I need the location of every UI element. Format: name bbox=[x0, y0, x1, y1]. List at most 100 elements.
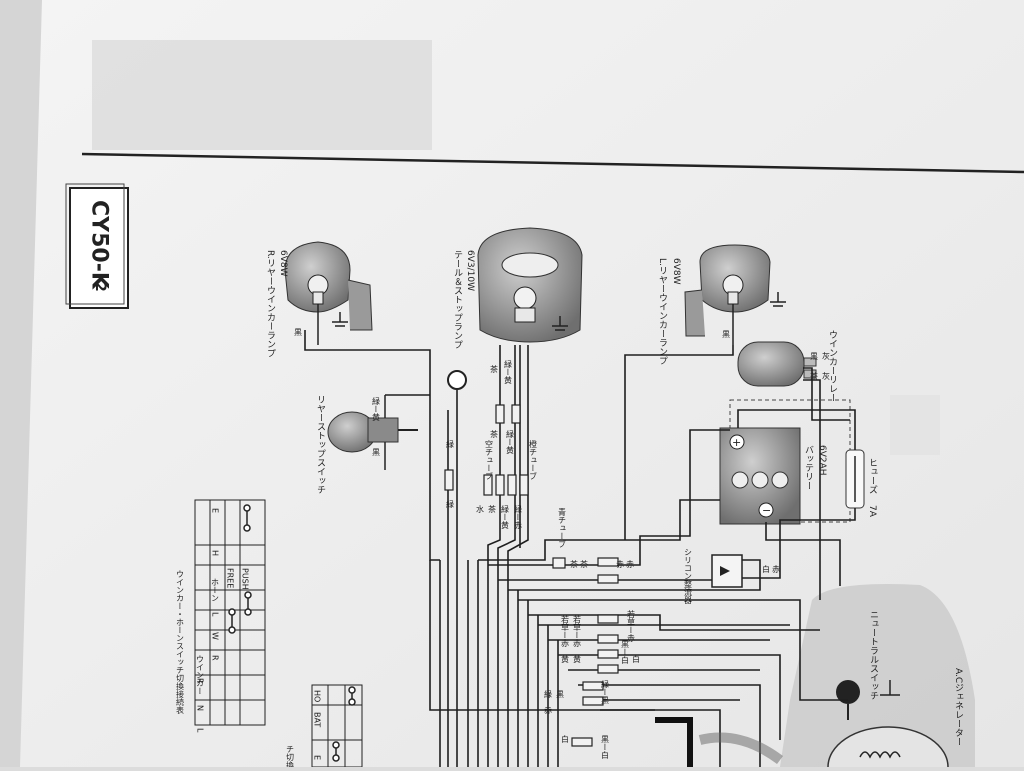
model-label-box bbox=[65, 183, 129, 309]
svg-text:黒ー白: 黒ー白 bbox=[601, 735, 610, 760]
ground-symbols bbox=[332, 292, 786, 331]
rectifier-name: シリコン整流器 bbox=[684, 548, 693, 605]
svg-text:H: H bbox=[211, 550, 220, 556]
tail-stop-lamp-spec: 6V3/10W bbox=[465, 250, 475, 291]
svg-text:赤: 赤 bbox=[616, 560, 625, 568]
svg-text:茶: 茶 bbox=[490, 429, 499, 438]
battery-spec: 6V2AH bbox=[817, 445, 827, 476]
svg-text:緑ー赤: 緑ー赤 bbox=[514, 504, 523, 529]
r-rear-winker-name: R.リヤーウインカーランプ bbox=[265, 250, 276, 358]
winker-table-title: ウインカー・ホーンスイッチ切換接続表 bbox=[176, 570, 185, 715]
svg-text:ホーン: ホーン bbox=[211, 578, 220, 602]
svg-text:緑: 緑 bbox=[446, 439, 455, 448]
svg-text:緑: 緑 bbox=[446, 499, 455, 508]
winker-table-cells: ウインカー R N L R W L ホーン H E FREE PUSH bbox=[196, 508, 250, 733]
ac-generator-name: A.Cジェネレーター bbox=[953, 668, 964, 746]
l-rear-winker-lamp bbox=[684, 244, 771, 345]
l-rear-winker-spec: 6V8W bbox=[671, 258, 681, 285]
model-sub: 2 bbox=[92, 282, 108, 292]
svg-text:茶: 茶 bbox=[490, 364, 499, 373]
svg-text:HO: HO bbox=[313, 690, 322, 702]
dimmer-table-title: チ切換接続表 bbox=[286, 745, 295, 767]
svg-text:茶: 茶 bbox=[570, 559, 579, 568]
connectors bbox=[444, 404, 619, 747]
winker-horn-switch-table bbox=[194, 499, 266, 726]
svg-text:緑ー黄: 緑ー黄 bbox=[504, 359, 513, 385]
tail-stop-lamp bbox=[477, 227, 583, 343]
svg-text:緑ー赤: 緑ー赤 bbox=[544, 689, 553, 714]
model-label: CY50-K bbox=[87, 200, 112, 290]
svg-text:灰: 灰 bbox=[822, 351, 831, 361]
svg-text:R: R bbox=[196, 678, 205, 684]
wire-harness bbox=[304, 330, 734, 767]
battery: + − bbox=[719, 399, 851, 525]
rear-stop-switch-name: リヤーストップスイッチ bbox=[315, 395, 326, 494]
winker-table-connection-marks bbox=[228, 504, 252, 634]
svg-text:−: − bbox=[762, 504, 771, 517]
svg-text:BAT: BAT bbox=[313, 712, 322, 727]
fuse-name: ヒューズ bbox=[867, 458, 878, 494]
svg-text:+: + bbox=[732, 436, 741, 449]
svg-text:L: L bbox=[211, 612, 220, 617]
battery-name: バッテリー bbox=[803, 445, 814, 490]
svg-text:E: E bbox=[313, 755, 322, 760]
svg-text:黒ー白: 黒ー白 bbox=[621, 640, 630, 665]
svg-text:FREE: FREE bbox=[226, 568, 235, 588]
svg-text:若草ー赤: 若草ー赤 bbox=[627, 609, 636, 642]
ground-eyelet bbox=[447, 370, 467, 390]
svg-text:白: 白 bbox=[561, 734, 570, 744]
svg-text:白: 白 bbox=[632, 654, 641, 664]
header-block bbox=[92, 40, 432, 150]
wire-branches bbox=[478, 367, 856, 767]
fuse bbox=[845, 449, 865, 509]
svg-text:黒: 黒 bbox=[722, 330, 731, 339]
dimmer-table-cells: E BAT HO bbox=[313, 690, 322, 760]
svg-text:黒: 黒 bbox=[294, 328, 303, 337]
winker-relay-name: ウインカーリレー bbox=[827, 330, 838, 402]
svg-text:黄: 黄 bbox=[573, 654, 582, 664]
winker-relay bbox=[737, 341, 817, 387]
svg-text:緑ー黒: 緑ー黒 bbox=[601, 679, 610, 705]
svg-text:L: L bbox=[196, 728, 205, 733]
paper-sheet bbox=[20, 0, 1024, 767]
dimmer-table-connection-marks bbox=[332, 686, 356, 762]
svg-text:黒: 黒 bbox=[810, 352, 819, 361]
tube-orange-label: 橙チューブ bbox=[529, 439, 538, 480]
r-rear-winker-spec: 6V8W bbox=[278, 250, 288, 277]
svg-text:W: W bbox=[211, 632, 220, 640]
svg-text:若草ー赤: 若草ー赤 bbox=[573, 614, 582, 647]
tube-blue-label: 青チューブ bbox=[558, 507, 567, 548]
svg-text:白: 白 bbox=[762, 564, 771, 574]
svg-text:E: E bbox=[211, 508, 220, 513]
top-rule bbox=[81, 152, 1024, 174]
neutral-switch bbox=[836, 680, 900, 720]
r-rear-winker-lamp bbox=[284, 241, 373, 345]
wire-color-labels: 黒 緑ー黄 黒 緑 緑 茶 緑ー黄 茶 緑ー黄 水 茶 緑ー黄 緑ー赤 黒 黒 … bbox=[294, 328, 831, 760]
neutral-switch-name: ニュートラルスイッチ bbox=[868, 610, 879, 700]
svg-text:黒: 黒 bbox=[372, 448, 381, 457]
svg-text:R: R bbox=[211, 655, 220, 661]
svg-text:水: 水 bbox=[476, 504, 485, 513]
fuse-spec: 7A bbox=[867, 505, 877, 518]
svg-text:PUSH: PUSH bbox=[241, 568, 250, 590]
svg-text:若草ー赤: 若草ー赤 bbox=[561, 614, 570, 647]
rectifier bbox=[711, 554, 743, 588]
svg-text:赤: 赤 bbox=[772, 565, 781, 573]
svg-text:N: N bbox=[196, 705, 205, 711]
engine-housing bbox=[780, 584, 975, 767]
rear-stop-switch bbox=[327, 395, 418, 470]
svg-text:茶: 茶 bbox=[488, 504, 497, 513]
svg-text:黒: 黒 bbox=[556, 690, 565, 699]
svg-text:茶: 茶 bbox=[580, 559, 589, 568]
svg-text:赤: 赤 bbox=[626, 560, 635, 568]
svg-text:緑ー黄: 緑ー黄 bbox=[372, 396, 381, 422]
tube-empty-label: 空チューブ bbox=[485, 439, 494, 480]
svg-text:茶: 茶 bbox=[810, 371, 819, 380]
l-rear-winker-name: L.リヤーウインカーランプ bbox=[657, 258, 668, 365]
tail-stop-lamp-name: テール＆ストップランプ bbox=[452, 250, 463, 349]
svg-text:黄: 黄 bbox=[561, 654, 570, 664]
svg-text:緑ー黄: 緑ー黄 bbox=[506, 429, 515, 455]
svg-text:ウインカー: ウインカー bbox=[196, 655, 205, 695]
